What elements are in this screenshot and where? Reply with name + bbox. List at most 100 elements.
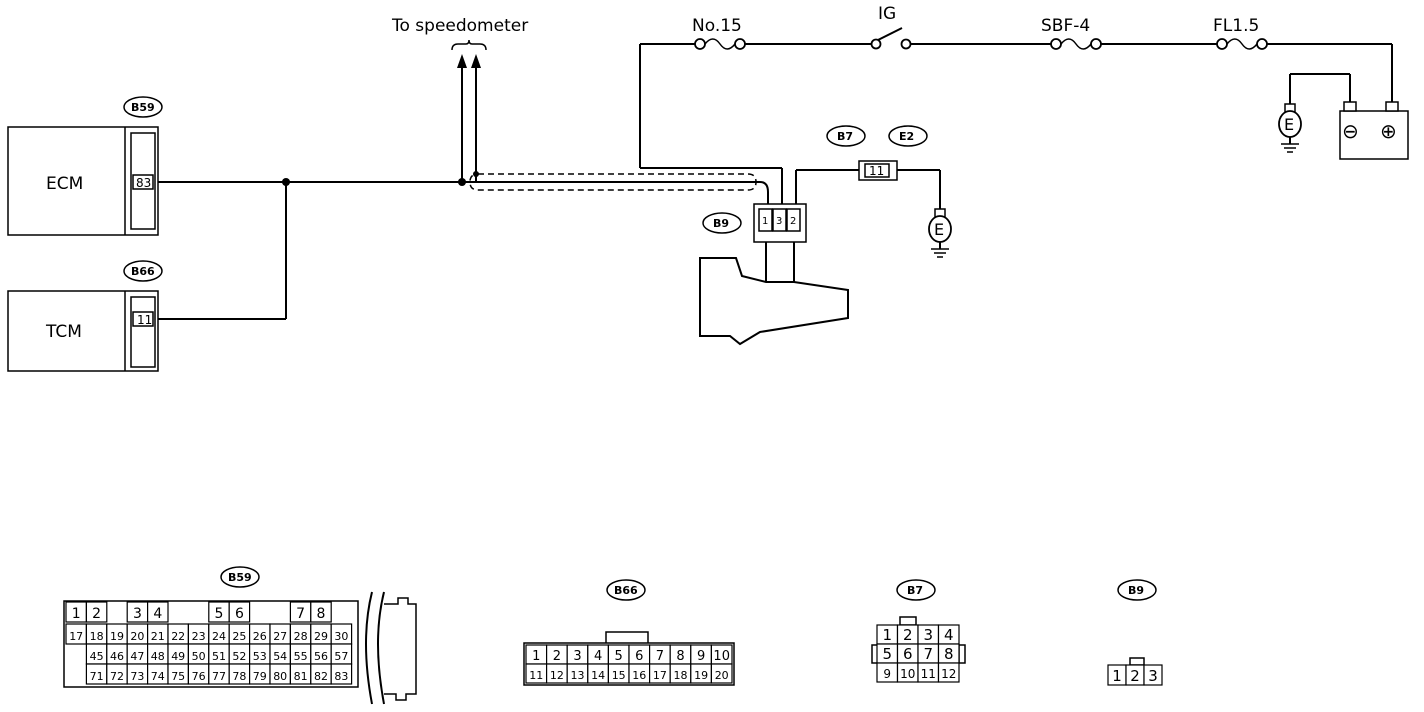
pin-number: 7 — [923, 645, 933, 663]
pin-number: 14 — [591, 669, 605, 682]
svg-text:2: 2 — [790, 216, 796, 227]
pin-number: 4 — [594, 649, 602, 664]
svg-text:E2: E2 — [899, 130, 914, 143]
pin-number: 78 — [232, 670, 246, 683]
pin-number: 72 — [110, 670, 124, 683]
pin-number: 7 — [656, 649, 664, 664]
pin-number: 23 — [192, 630, 206, 643]
fusible-link-fl15: FL1.5 — [1213, 16, 1268, 50]
pin-number: 8 — [317, 606, 326, 622]
pin-number: 21 — [151, 630, 165, 643]
transmission-housing — [699, 257, 849, 346]
tcm-pin-number: 11 — [137, 313, 152, 327]
svg-text:IG: IG — [878, 4, 896, 24]
pin-number: 45 — [90, 650, 104, 663]
svg-text:11: 11 — [869, 164, 884, 178]
pin-number: 12 — [941, 667, 956, 681]
ignition-switch: IG — [870, 4, 912, 50]
pin-number: 50 — [192, 650, 206, 663]
pin-number: 77 — [212, 670, 226, 683]
pin-number: 19 — [110, 630, 124, 643]
svg-text:B66: B66 — [131, 265, 155, 278]
pin-number: 20 — [715, 669, 729, 682]
pin-number: 75 — [171, 670, 185, 683]
pin-number: 5 — [215, 606, 224, 622]
pin-number: 29 — [314, 630, 328, 643]
b9-sensor-connector: 1 3 2 — [753, 203, 807, 282]
tcm-module: TCM 11 — [7, 290, 159, 372]
pin-number: 2 — [553, 649, 561, 664]
pin-cell — [85, 601, 108, 623]
battery-negative-terminal: ⊖ — [1342, 119, 1359, 143]
sensor-ground: E — [928, 208, 952, 258]
pin-number: 2 — [92, 606, 101, 622]
pin-number: 6 — [903, 645, 913, 663]
pin-number: 74 — [151, 670, 165, 683]
pin-cell — [330, 663, 353, 685]
pin-number: 1 — [72, 606, 81, 622]
pin-number: 1 — [532, 649, 540, 664]
pin-number: 5 — [615, 649, 623, 664]
pin-number: 18 — [674, 669, 688, 682]
pin-number: 55 — [294, 650, 308, 663]
pin-number: 3 — [1148, 667, 1158, 685]
pin-cell — [710, 663, 733, 684]
pin-number: 7 — [296, 606, 305, 622]
svg-text:SBF-4: SBF-4 — [1041, 16, 1090, 36]
pin-number: 3 — [133, 606, 142, 622]
pin-number: 8 — [676, 649, 684, 664]
pin-number: 28 — [294, 630, 308, 643]
pin-number: 22 — [171, 630, 185, 643]
pin-number: 53 — [253, 650, 267, 663]
pin-cell — [310, 601, 332, 623]
ecm-pin-number: 83 — [136, 176, 151, 190]
pin-cell — [937, 662, 960, 683]
pin-number: 73 — [130, 670, 144, 683]
pin-number: 82 — [314, 670, 328, 683]
svg-text:B9: B9 — [1128, 584, 1144, 597]
svg-text:1: 1 — [762, 216, 768, 227]
pin-number: 12 — [550, 669, 564, 682]
e2-tag: E2 — [888, 125, 928, 147]
shielded-cable — [469, 173, 757, 191]
pin-number: 83 — [334, 670, 348, 683]
pin-number: 16 — [632, 669, 646, 682]
pin-number: 30 — [334, 630, 348, 643]
pin-number: 80 — [273, 670, 287, 683]
pin-number: 17 — [653, 669, 667, 682]
pin-number: 81 — [294, 670, 308, 683]
tcm-label: TCM — [45, 322, 82, 342]
battery: ⊖ ⊕ — [1289, 73, 1409, 160]
battery-ground: E — [1278, 103, 1302, 153]
pin-cell — [147, 601, 169, 623]
pin-number: 27 — [273, 630, 287, 643]
pin-number: 3 — [573, 649, 581, 664]
pin-number: 24 — [212, 630, 226, 643]
svg-text:B66: B66 — [614, 584, 638, 597]
e2-connector: 11 — [795, 160, 941, 210]
svg-text:E: E — [934, 220, 944, 239]
pin-number: 10 — [713, 649, 730, 664]
pin-cell — [1143, 664, 1163, 686]
b66-tag: B66 — [123, 260, 163, 282]
svg-text:No.15: No.15 — [692, 16, 742, 36]
pin-number: 9 — [883, 667, 891, 681]
fuse-no15: No.15 — [692, 16, 746, 50]
pin-number: 48 — [151, 650, 165, 663]
pin-number: 11 — [921, 667, 936, 681]
b9-tag: B9 — [702, 212, 742, 234]
pin-number: 46 — [110, 650, 124, 663]
pin-number: 13 — [571, 669, 585, 682]
pin-number: 2 — [1130, 667, 1140, 685]
pin-number: 56 — [314, 650, 328, 663]
pin-number: 79 — [253, 670, 267, 683]
pin-number: 52 — [232, 650, 246, 663]
pin-number: 57 — [334, 650, 348, 663]
svg-text:B9: B9 — [713, 217, 729, 230]
pin-number: 17 — [69, 630, 83, 643]
b59-tag: B59 — [123, 96, 163, 118]
